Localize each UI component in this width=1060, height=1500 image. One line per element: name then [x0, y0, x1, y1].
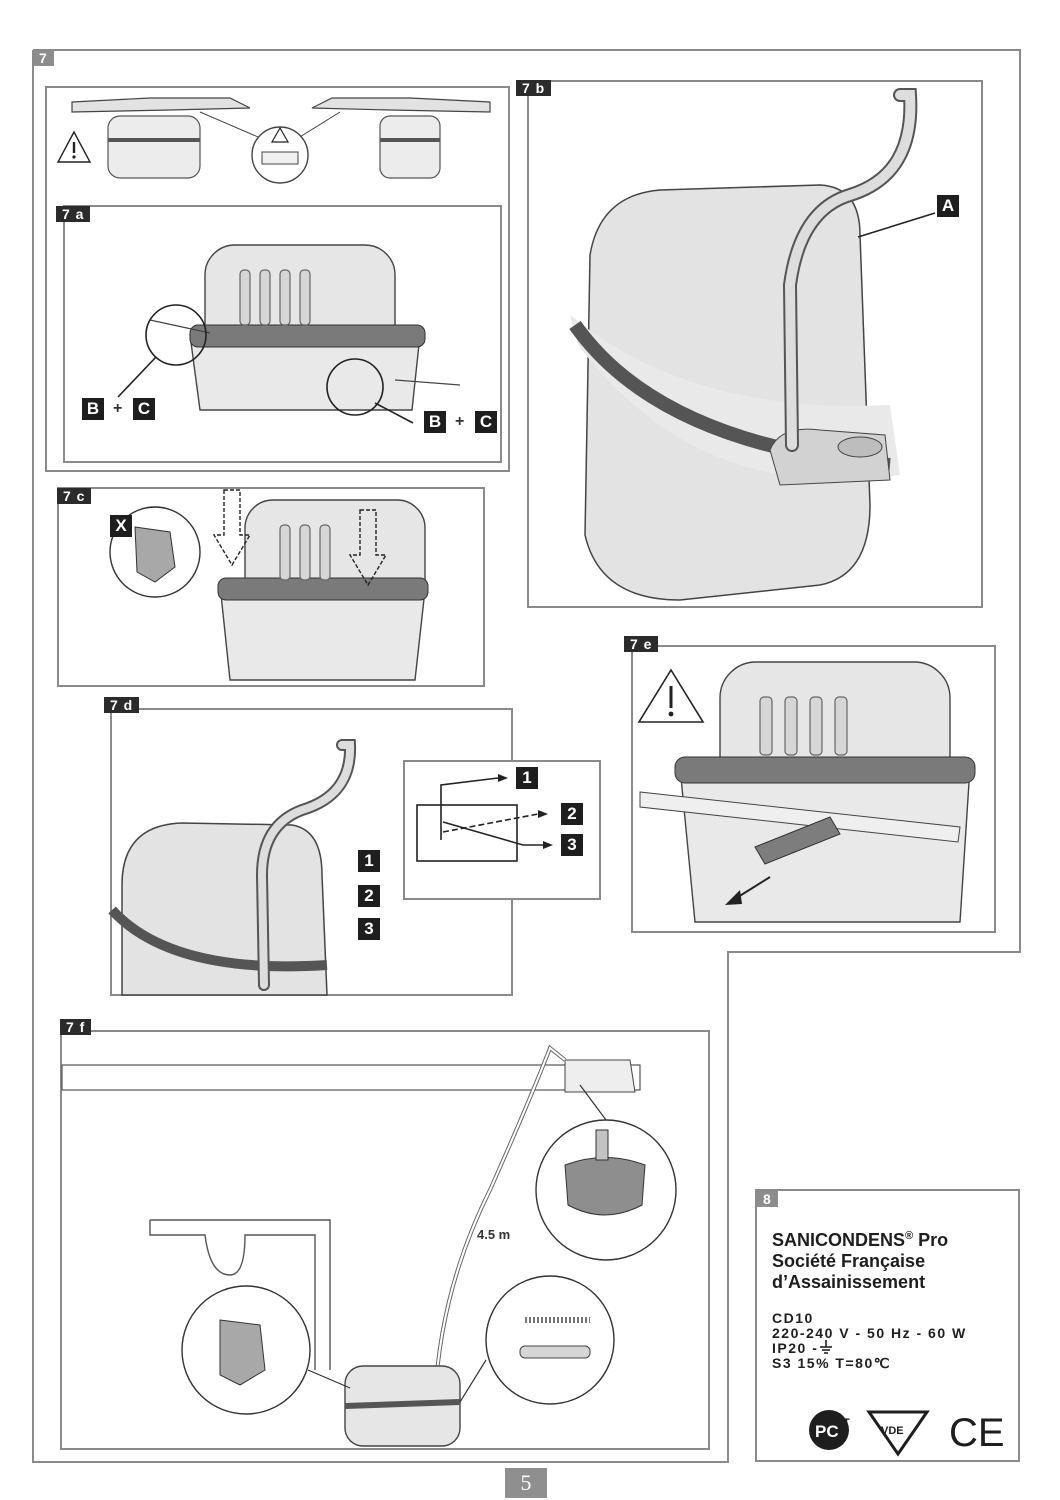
pump-illustration-7c — [212, 489, 429, 681]
plus-left: + — [113, 400, 123, 417]
panel-7c-tag: 7 c — [57, 488, 92, 504]
detail-circles-7a — [117, 304, 414, 424]
svg-text:T: T — [843, 1417, 850, 1429]
label-c-right: C — [475, 411, 497, 433]
section-7-tag: 7 — [33, 50, 54, 66]
brand-name: SANICONDENS — [772, 1230, 906, 1250]
diagram-step-1: 1 — [516, 767, 538, 789]
ce-mark-icon: CE — [949, 1411, 1005, 1455]
ip-rating: IP20 - — [772, 1340, 1012, 1356]
label-x: X — [110, 515, 132, 537]
company-line-1: Société Française — [772, 1251, 926, 1271]
pump-illustration-7d — [108, 739, 357, 996]
brand-suffix: Pro — [913, 1230, 949, 1250]
pct-mark-icon: PC T — [809, 1410, 850, 1450]
step-3: 3 — [358, 918, 380, 940]
duty-rating: S3 15% T=80℃ — [772, 1355, 891, 1371]
pump-illustration-7e — [639, 661, 976, 923]
panel-7b-tag: 7 b — [516, 80, 552, 96]
diagram-7d-inset — [403, 760, 601, 900]
label-a: A — [937, 195, 959, 217]
panel-7f-tag: 7 f — [60, 1019, 92, 1035]
pump-illustration-7a — [149, 244, 461, 411]
label-c-left: C — [133, 398, 155, 420]
vde-mark-icon: VDE — [866, 1410, 930, 1457]
panel-7e-tag: 7 e — [624, 636, 659, 652]
page-number: 5 — [505, 1468, 547, 1498]
step-1: 1 — [358, 850, 380, 872]
warning-triangle-7e — [637, 668, 705, 723]
svg-text:CE: CE — [949, 1411, 1005, 1455]
power-rating: 220-240 V - 50 Hz - 60 W — [772, 1325, 967, 1341]
tube-length-label: 4.5 m — [477, 1227, 511, 1242]
company-line-2: d’Assainissement — [772, 1272, 926, 1292]
earth-symbol-icon — [818, 1340, 834, 1355]
installation-illustration-7f — [61, 1044, 677, 1447]
label-b-left: B — [82, 398, 104, 420]
adapter-detail-7c — [109, 506, 201, 598]
plus-right: + — [455, 413, 465, 430]
certification-marks: PC T VDE CE — [809, 1410, 1005, 1457]
panel-7d-tag: 7 d — [104, 697, 140, 713]
pump-illustration-7b — [569, 88, 936, 601]
mounting-bracket-illustration — [56, 97, 491, 184]
model: CD10 — [772, 1310, 814, 1326]
label-b-right: B — [424, 411, 446, 433]
spec-lines: CD10 220-240 V - 50 Hz - 60 W IP20 - S3 … — [772, 1311, 1012, 1371]
rating-plate: SANICONDENS® Pro Société Française d’Ass… — [772, 1226, 1012, 1371]
diagram-step-2: 2 — [561, 803, 583, 825]
registered-mark: ® — [905, 1230, 914, 1242]
panel-7a-tag: 7 a — [56, 206, 91, 222]
section-8-tag: 8 — [757, 1191, 778, 1207]
step-2: 2 — [358, 885, 380, 907]
svg-text:PC: PC — [815, 1422, 839, 1441]
diagram-7d-lines — [416, 774, 553, 862]
svg-text:VDE: VDE — [881, 1425, 904, 1437]
brand-line: SANICONDENS® Pro — [772, 1226, 1012, 1251]
diagram-step-3: 3 — [561, 834, 583, 856]
